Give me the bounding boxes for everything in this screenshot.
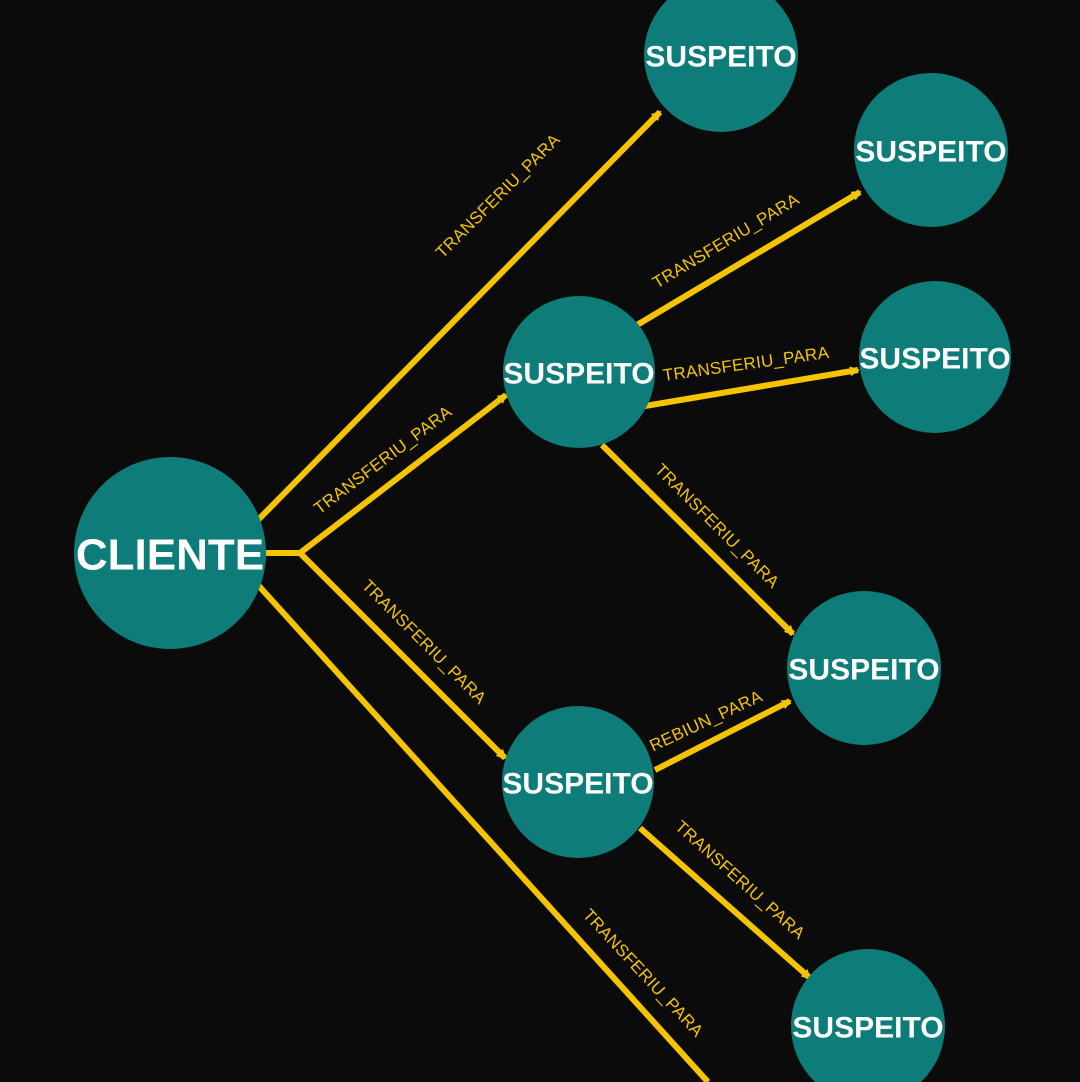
edge-cliente-to-s6 xyxy=(263,550,508,761)
node-label-s2: SUSPEITO xyxy=(855,136,1006,169)
edges-layer xyxy=(255,109,862,1082)
nodes-layer: CLIENTE SUSPEITO SUSPEITO SUSPEITO SUSPEITO S… xyxy=(74,0,1011,1082)
edge-label-cliente-to-s6: TRANSFERIU_PARA xyxy=(358,576,490,708)
node-circle-s2 xyxy=(854,73,1008,227)
node-circle-s1 xyxy=(644,0,798,132)
node-s2[interactable]: SUSPEITO xyxy=(854,73,1008,227)
edge-s6-to-s5 xyxy=(653,698,792,773)
node-label-s5: SUSPEITO xyxy=(788,654,939,687)
edge-label-cliente-to-s4: TRANSFERIU_PARA xyxy=(310,402,456,518)
edge-label-cliente-to-s1: TRANSFERIU_PARA xyxy=(432,130,564,262)
node-cliente[interactable]: CLIENTE xyxy=(74,457,266,649)
edge-label-cliente-to-offscreen: TRANSFERIU_PARA xyxy=(579,905,707,1041)
node-label-cliente: CLIENTE xyxy=(76,531,264,580)
edge-cliente-to-offscreen xyxy=(255,582,711,1082)
node-label-s1: SUSPEITO xyxy=(645,41,796,74)
node-s1[interactable]: SUSPEITO xyxy=(644,0,798,132)
node-label-s8: SUSPEITO xyxy=(792,1012,943,1045)
node-circle-s3 xyxy=(859,281,1011,433)
node-circle-s6 xyxy=(502,706,654,858)
node-s5[interactable]: SUSPEITO xyxy=(787,591,941,745)
node-s8[interactable]: SUSPEITO xyxy=(791,949,945,1082)
node-label-s3: SUSPEITO xyxy=(859,343,1010,376)
node-s4[interactable]: SUSPEITO xyxy=(503,296,655,448)
edge-s4-to-s2 xyxy=(635,189,862,328)
node-circle-s4 xyxy=(503,296,655,448)
node-circle-s5 xyxy=(787,591,941,745)
node-label-s4: SUSPEITO xyxy=(503,358,654,391)
node-label-s6: SUSPEITO xyxy=(502,768,653,801)
node-s3[interactable]: SUSPEITO xyxy=(859,281,1011,433)
edge-label-s6-to-s8: TRANSFERIU_PARA xyxy=(671,817,809,944)
edge-s6-to-s8 xyxy=(638,825,812,981)
node-circle-cliente xyxy=(74,457,266,649)
edge-cliente-to-s1 xyxy=(255,109,663,523)
edge-labels-layer: TRANSFERIU_PARATRANSFERIU_PARATRANSFERIU… xyxy=(310,130,830,1041)
node-circle-s8 xyxy=(791,949,945,1082)
edge-label-s4-to-s5: TRANSFERIU_PARA xyxy=(651,460,783,592)
edge-s4-to-s3 xyxy=(644,366,860,409)
edge-s4-to-s5 xyxy=(599,442,796,637)
node-s6[interactable]: SUSPEITO xyxy=(502,706,654,858)
